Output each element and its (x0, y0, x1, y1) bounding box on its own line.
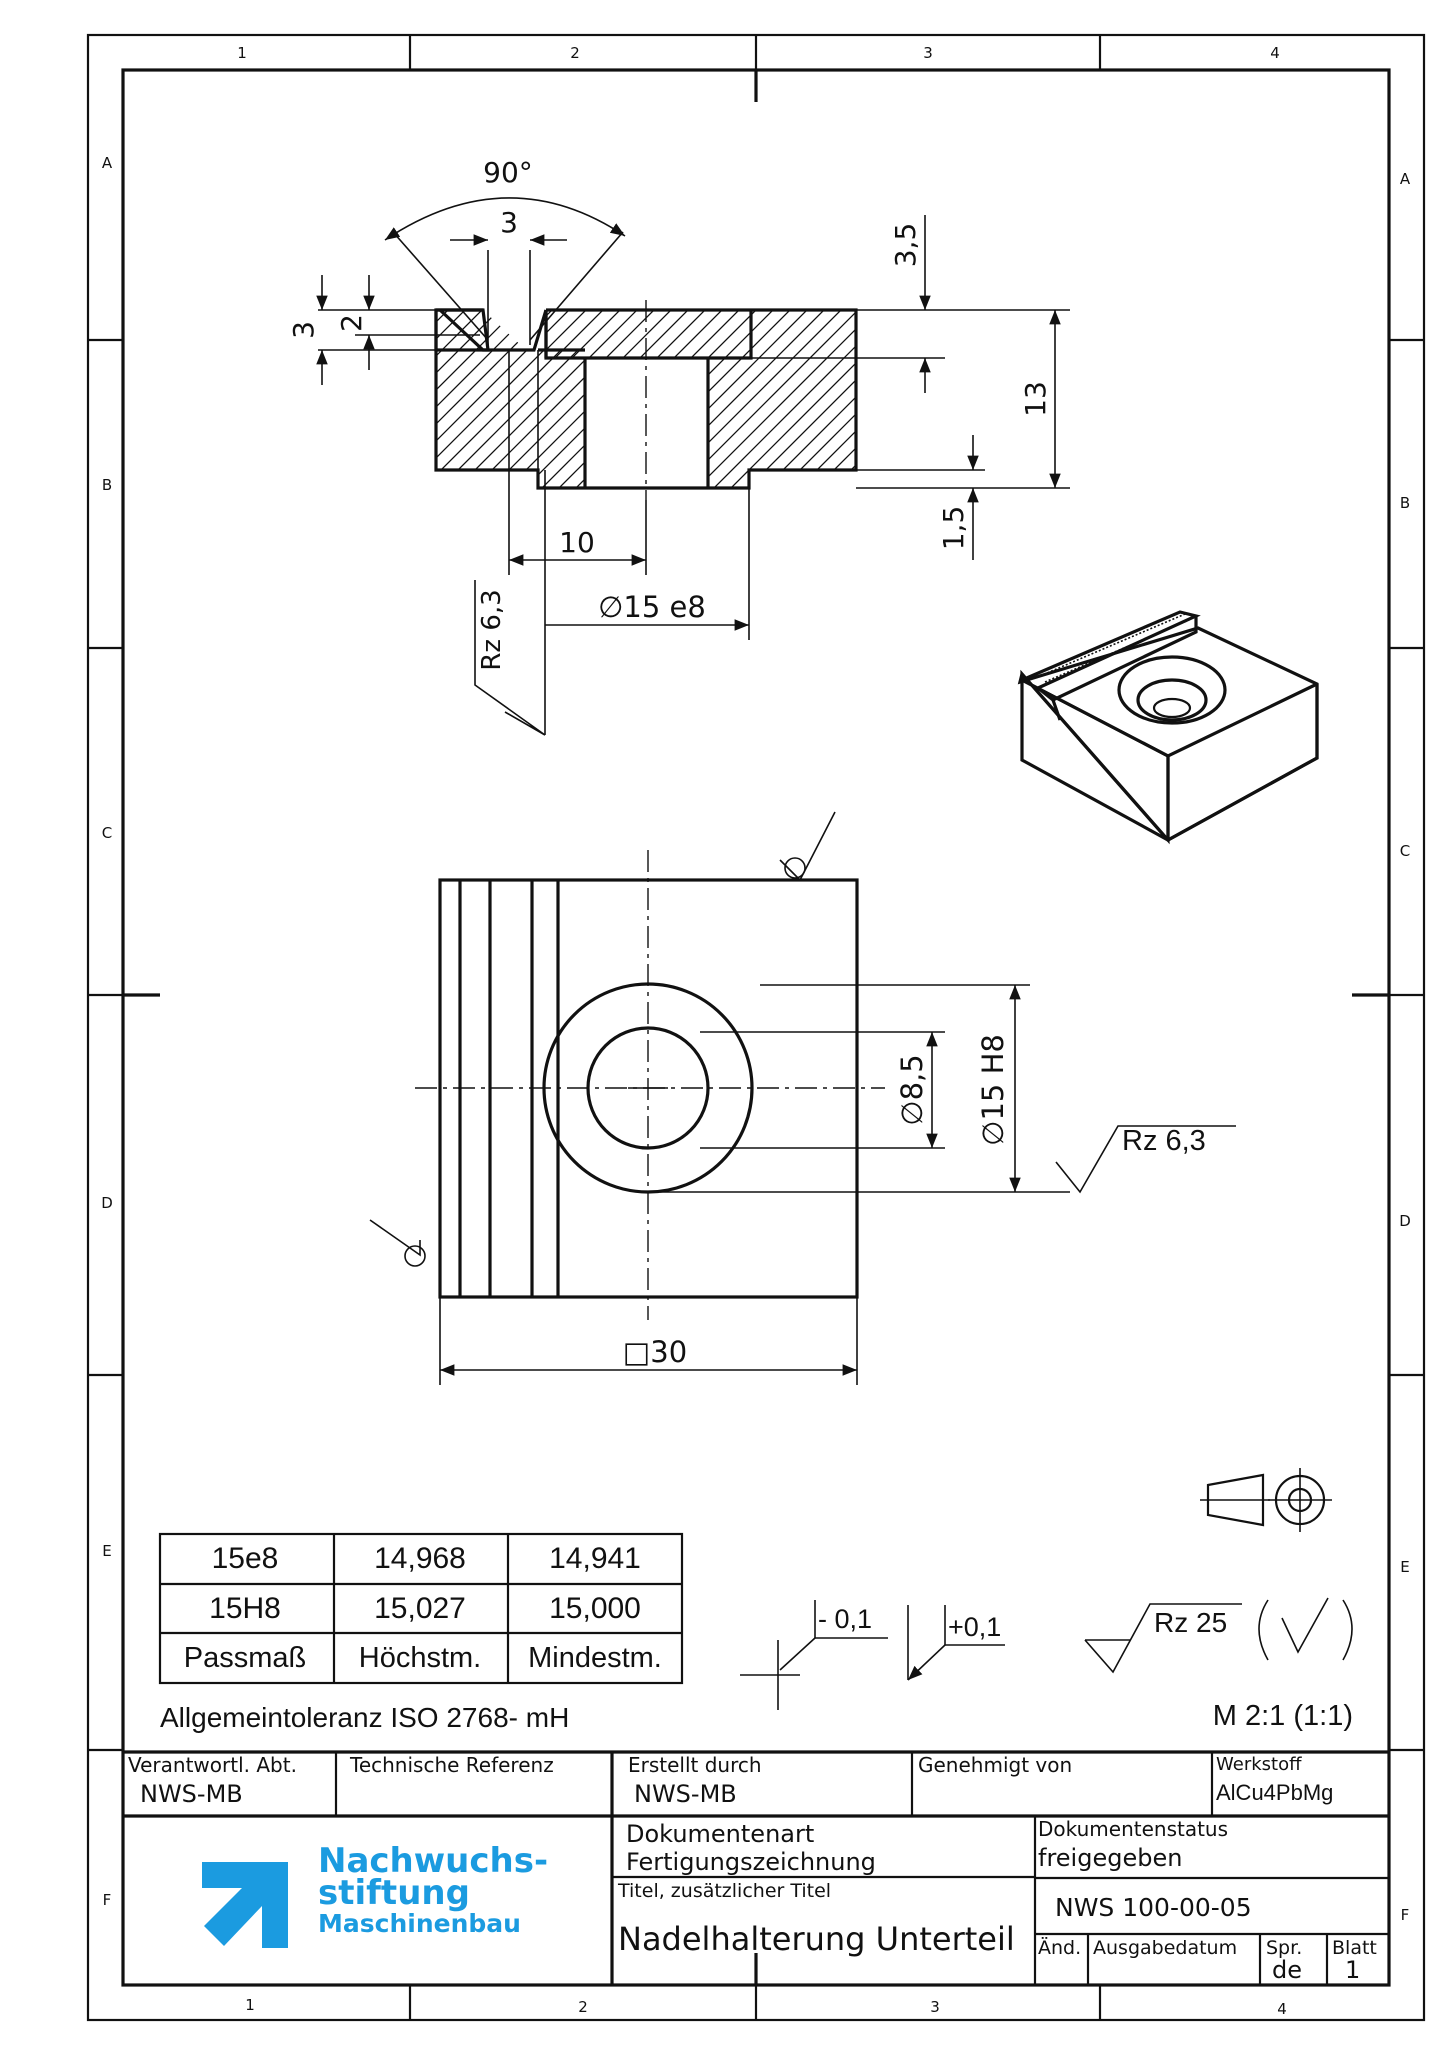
row-label-left: A (102, 154, 113, 172)
table-cell: 15,027 (374, 1592, 466, 1625)
doc-number: NWS 100-00-05 (1055, 1893, 1252, 1922)
dept-value: NWS-MB (140, 1780, 243, 1808)
dim-15h8-label: ∅15 H8 (976, 1034, 1010, 1146)
col-label-bottom: 1 (245, 1996, 255, 2014)
sheet-label: Blatt (1332, 1937, 1377, 1959)
edge-symbol-plus: +0,1 (907, 1605, 1005, 1681)
surface-general-label: Rz 25 (1154, 1607, 1227, 1638)
col-label-bottom: 2 (578, 1998, 588, 2016)
created-label: Erstellt durch (628, 1753, 762, 1777)
row-label-left: C (102, 824, 112, 842)
lang-value: de (1272, 1956, 1302, 1984)
surface-side-label: Rz 6,3 (477, 589, 507, 670)
title-block: Verantwortl. Abt. NWS-MB Technische Refe… (123, 1750, 1389, 1985)
tolerance-table: 15e8 14,968 14,941 15H8 15,027 15,000 Pa… (158, 1532, 684, 1685)
dim-3-5-label: 3,5 (889, 223, 922, 268)
col-label-top: 2 (570, 44, 580, 62)
doc-status-label: Dokumentenstatus (1038, 1817, 1228, 1841)
dim-angle-label: 90° (483, 156, 533, 189)
col-label-top: 1 (237, 44, 247, 62)
surface-right-label: Rz 6,3 (1122, 1125, 1206, 1157)
row-label-right: D (1399, 1212, 1411, 1230)
table-cell: 14,941 (549, 1542, 641, 1575)
general-tolerance: Allgemeintoleranz ISO 2768- mH (160, 1702, 569, 1733)
top-view: ∅8,5 ∅15 H8 Rz 6,3 □30 (369, 811, 1236, 1385)
row-label-left: D (101, 1194, 113, 1212)
rev-label: Änd. (1038, 1936, 1081, 1959)
dim-top-width-label: 3 (500, 206, 518, 239)
hatch-left (436, 310, 585, 488)
isometric-view (1017, 610, 1319, 845)
sheet-value: 1 (1345, 1956, 1360, 1984)
dim-depth-3-label: 3 (287, 321, 320, 339)
row-label-left: F (103, 1891, 112, 1909)
dim-13-label: 13 (1019, 381, 1052, 417)
table-cell: Höchstm. (359, 1642, 481, 1674)
dim-15e8-label: ∅15 e8 (598, 590, 706, 624)
dim-8-5-label: ∅8,5 (895, 1054, 929, 1125)
logo-line-1: Nachwuchs- (318, 1841, 548, 1881)
doc-type-value: Fertigungszeichnung (626, 1848, 876, 1876)
row-label-left: E (102, 1542, 111, 1560)
logo-arrow-icon (202, 1862, 288, 1948)
material-value: AlCu4PbMg (1216, 1780, 1333, 1805)
row-label-right: A (1400, 170, 1411, 188)
logo-line-3: Maschinenbau (318, 1909, 521, 1938)
col-label-bottom: 3 (930, 1998, 940, 2016)
row-label-right: E (1400, 1558, 1409, 1576)
title-label: Titel, zusätzlicher Titel (617, 1880, 831, 1902)
ref-label: Technische Referenz (349, 1753, 554, 1777)
col-label-top: 3 (923, 44, 933, 62)
row-label-right: B (1400, 494, 1410, 512)
scale-label: M 2:1 (1:1) (1213, 1700, 1353, 1732)
table-cell: Passmaß (184, 1642, 306, 1674)
issue-label: Ausgabedatum (1093, 1937, 1237, 1959)
col-label-bottom: 4 (1277, 2000, 1287, 2018)
approved-label: Genehmigt von (918, 1753, 1072, 1777)
drawing-frame: 1 2 3 4 1 2 3 4 A B C D E F A B C D E F (86, 33, 1426, 2022)
row-label-right: F (1401, 1906, 1410, 1924)
row-label-right: C (1400, 842, 1410, 860)
dept-label: Verantwortl. Abt. (128, 1753, 297, 1777)
table-cell: 15e8 (212, 1542, 279, 1575)
doc-status-value: freigegeben (1038, 1844, 1182, 1872)
projection-symbol-icon (1200, 1468, 1332, 1532)
dim-10-label: 10 (559, 526, 595, 559)
doc-type-label: Dokumentenart (626, 1820, 814, 1848)
table-cell: 15H8 (209, 1592, 281, 1625)
table-cell: Mindestm. (528, 1642, 662, 1674)
col-label-top: 4 (1270, 44, 1280, 62)
title-value: Nadelhalterung Unterteil (618, 1920, 1015, 1958)
edge-symbol-minus: - 0,1 (740, 1600, 888, 1710)
hatch-right (546, 310, 856, 488)
edge-plus-label: +0,1 (948, 1612, 1001, 1642)
table-cell: 15,000 (549, 1592, 641, 1625)
section-view: 90° 3 3 2 3,5 13 1,5 (287, 156, 1070, 736)
table-cell: 14,968 (374, 1542, 466, 1575)
edge-minus-label: - 0,1 (818, 1604, 872, 1634)
surface-general-symbol: Rz 25 (1084, 1597, 1353, 1674)
material-label: Werkstoff (1216, 1754, 1302, 1775)
row-label-left: B (102, 476, 112, 494)
dim-square-30-label: □30 (623, 1335, 687, 1369)
dim-depth-2-label: 2 (335, 314, 368, 332)
lang-label: Spr. (1266, 1937, 1302, 1959)
logo-line-2: stiftung (318, 1873, 470, 1913)
dim-1-5-label: 1,5 (937, 506, 970, 551)
created-value: NWS-MB (634, 1780, 737, 1808)
